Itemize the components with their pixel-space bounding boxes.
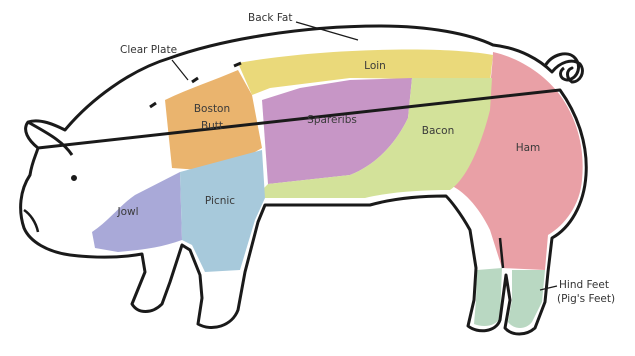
hind-feet-region bbox=[474, 268, 502, 326]
label-ham: Ham bbox=[508, 142, 548, 155]
label-picnic: Picnic bbox=[198, 195, 242, 208]
label-loin: Loin bbox=[360, 60, 390, 73]
label-clear-plate: Clear Plate bbox=[120, 44, 177, 56]
label-boston-butt-1: Boston bbox=[190, 103, 234, 116]
label-hind-feet-2: (Pig's Feet) bbox=[557, 293, 615, 305]
label-jowl: Jowl bbox=[112, 206, 144, 219]
label-hind-feet-1: Hind Feet bbox=[559, 279, 609, 291]
label-spareribs: Spareribs bbox=[300, 114, 364, 127]
pig-snout-outline bbox=[24, 210, 38, 232]
clear-plate-leader bbox=[172, 60, 188, 80]
pig-ear-outline bbox=[28, 122, 72, 155]
clear-plate-dash bbox=[150, 103, 156, 107]
label-back-fat: Back Fat bbox=[248, 12, 292, 24]
clear-plate-dash bbox=[192, 78, 198, 82]
label-bacon: Bacon bbox=[418, 125, 458, 138]
pig-eye bbox=[72, 176, 77, 181]
pig-tail bbox=[545, 54, 579, 80]
label-boston-butt-2: Butt bbox=[190, 120, 234, 133]
